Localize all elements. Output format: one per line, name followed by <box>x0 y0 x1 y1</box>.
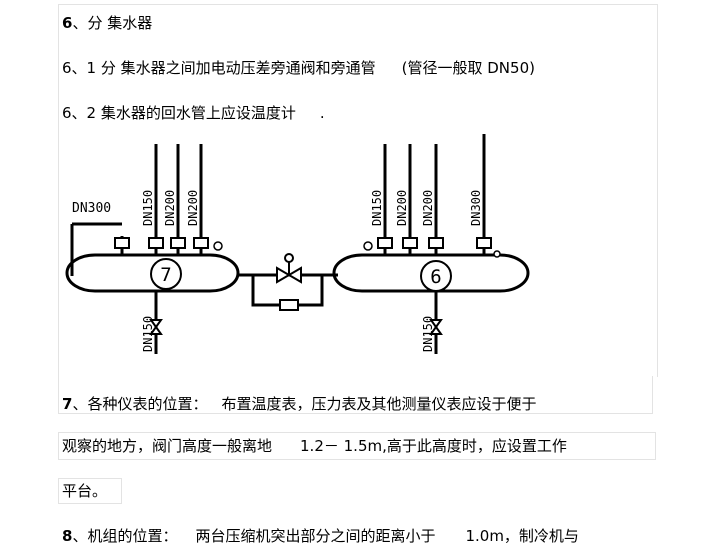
text-box-7-line-3 <box>58 478 122 504</box>
left-tank-number: 7 <box>160 264 171 286</box>
heading-7-number: 7 <box>62 395 73 413</box>
right-bottom-pipe-label: DN150 <box>421 316 435 352</box>
page-frame <box>58 4 658 377</box>
right-tank-number: 6 <box>430 266 441 288</box>
text-box-7-line-2 <box>58 432 656 460</box>
paragraph-7-text-2a: 观察的地方，阀门高度一般离地 <box>62 437 273 455</box>
paragraph-8-line-1: 8、机组的位置： 两台压缩机突出部分之间的距离小于 1.0m，制冷机与 <box>62 526 579 546</box>
left-pipe-2-label: DN200 <box>163 190 177 226</box>
right-pipe-1-label: DN150 <box>370 190 384 226</box>
paragraph-7-lead: 、各种仪表的位置： <box>72 395 208 413</box>
left-tank-number-circle <box>150 258 182 290</box>
left-pipe-1-label: DN150 <box>141 190 155 226</box>
paragraph-8-lead: 、机组的位置： <box>72 527 178 545</box>
left-bottom-pipe-label: DN150 <box>141 316 155 352</box>
heading-6-text: 、分 集水器 <box>72 14 153 32</box>
paragraph-8-text-2: 1.0m，制冷机与 <box>465 527 579 545</box>
paragraph-6-2-tail: . <box>319 104 325 122</box>
paragraph-6-2: 6、2 集水器的回水管上应设温度计. <box>62 103 325 123</box>
bypass-pipe-valve <box>279 299 299 311</box>
collector-piping-diagram: 7 6 <box>65 134 530 354</box>
paragraph-6-2-text: 6、2 集水器的回水管上应设温度计 <box>62 104 296 122</box>
right-pipe-2-label: DN200 <box>395 190 409 226</box>
paragraph-8-text-1: 两台压缩机突出部分之间的距离小于 <box>195 527 436 545</box>
right-pipe-4-label: DN300 <box>469 190 483 226</box>
paragraph-6-1-note: (管径一般取 DN50) <box>401 59 535 77</box>
paragraph-7-text-1: 布置温度表，压力表及其他测量仪表应设于便于 <box>221 395 537 413</box>
heading-8-number: 8 <box>62 527 73 545</box>
heading-6-number: 6 <box>62 14 73 32</box>
right-collector-tank <box>332 253 530 293</box>
paragraph-6-1: 6、1 分 集水器之间加电动压差旁通阀和旁通管 (管径一般取 DN50) <box>62 58 535 78</box>
right-pipe-3-label: DN200 <box>421 190 435 226</box>
text-box-7-line-1 <box>58 376 653 414</box>
paragraph-7-line-3: 平台。 <box>62 482 108 500</box>
left-pipe-3-label: DN200 <box>186 190 200 226</box>
paragraph-6-1-text: 6、1 分 集水器之间加电动压差旁通阀和旁通管 <box>62 59 376 77</box>
side-pipe-label: DN300 <box>72 201 111 216</box>
paragraph-7-line-1: 7、各种仪表的位置： 布置温度表，压力表及其他测量仪表应设于便于 <box>62 394 536 414</box>
paragraph-7-text-2b: 1.2－ 1.5m,高于此高度时，应设置工作 <box>300 437 567 455</box>
heading-6: 6、分 集水器 <box>62 13 152 33</box>
paragraph-7-line-2: 观察的地方，阀门高度一般离地 1.2－ 1.5m,高于此高度时，应设置工作 <box>62 436 567 456</box>
